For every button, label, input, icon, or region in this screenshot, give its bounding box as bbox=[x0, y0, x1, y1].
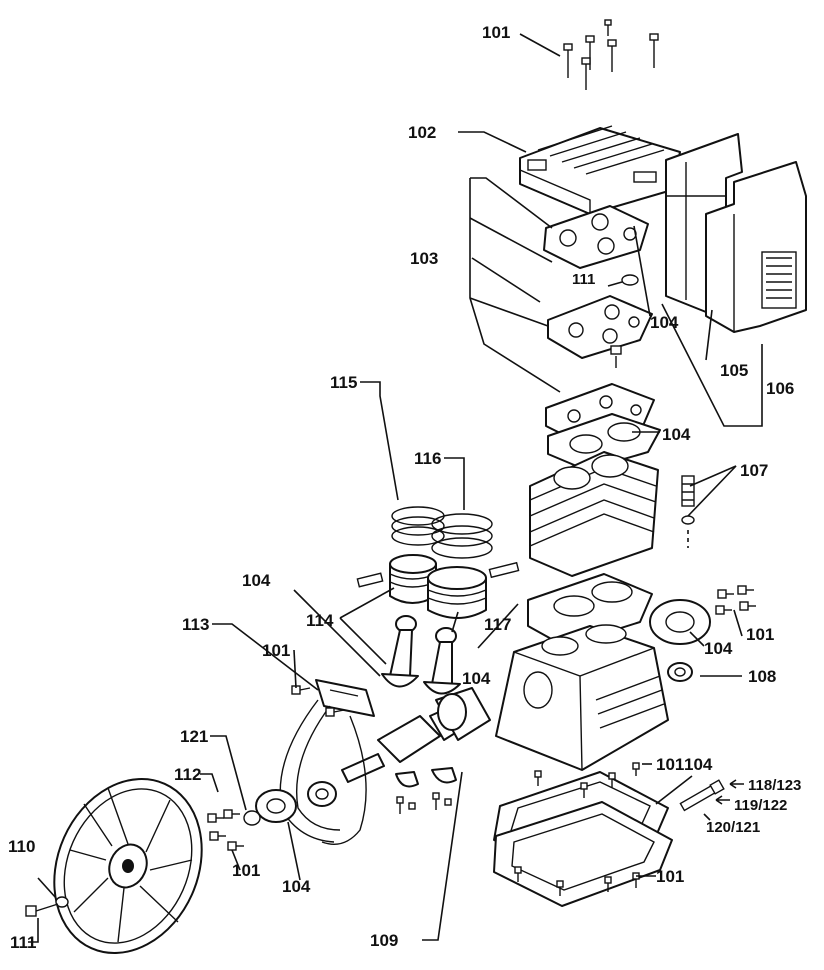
label-117: 117 bbox=[484, 615, 511, 634]
label-110: 110 bbox=[8, 837, 35, 856]
label-101-bcrank: 101 bbox=[232, 861, 260, 880]
oil-seal-121 bbox=[243, 810, 261, 826]
label-111-bottom: 111 bbox=[10, 933, 37, 952]
label-120-121: 120/121 bbox=[706, 819, 760, 836]
label-119-122: 119/122 bbox=[734, 797, 787, 814]
label-101-left: 101 bbox=[262, 641, 290, 660]
base-plate bbox=[493, 801, 673, 907]
label-112: 112 bbox=[174, 765, 201, 784]
flywheel bbox=[53, 777, 203, 955]
breather-107 bbox=[681, 475, 695, 548]
bearing-carrier-right bbox=[649, 599, 711, 645]
label-115: 115 bbox=[330, 373, 357, 392]
label-104-cyl: 104 bbox=[662, 425, 691, 444]
label-104-side: 104 bbox=[704, 639, 733, 658]
label-104-plate: 104 bbox=[684, 755, 713, 774]
right-cover-bolts bbox=[715, 585, 756, 615]
part-labels: 101 102 103 111 104 105 106 115 104 116 … bbox=[8, 23, 801, 952]
wrist-pin-large bbox=[488, 561, 520, 579]
drain-valve bbox=[679, 779, 725, 812]
label-111-top: 111 bbox=[572, 271, 595, 288]
label-113: 113 bbox=[182, 615, 209, 634]
left-cover-bolts bbox=[207, 809, 244, 851]
label-121: 121 bbox=[180, 727, 208, 746]
rod-caps bbox=[395, 767, 457, 814]
label-104-left: 104 bbox=[242, 571, 271, 590]
piston-large bbox=[427, 566, 487, 619]
cylinder-head bbox=[519, 125, 681, 216]
label-102: 102 bbox=[408, 123, 436, 142]
base-bolts-top bbox=[534, 762, 640, 798]
label-106: 106 bbox=[766, 379, 794, 398]
head-bolts bbox=[563, 19, 659, 90]
connecting-rod-right bbox=[423, 627, 461, 695]
manifold-bolts bbox=[291, 685, 345, 717]
oil-sight-glass-108 bbox=[667, 662, 693, 682]
wrist-pin-small bbox=[356, 572, 384, 588]
crankshaft bbox=[341, 687, 491, 783]
label-103: 103 bbox=[410, 249, 438, 268]
label-101-bplate: 101 bbox=[656, 867, 684, 886]
leader-lines bbox=[28, 33, 763, 943]
crankcase bbox=[495, 624, 669, 771]
cylinder-block bbox=[529, 451, 659, 577]
bearing-carrier-left bbox=[255, 781, 337, 823]
valve-plate-upper bbox=[543, 205, 649, 269]
label-109: 109 bbox=[370, 931, 398, 950]
label-101-top: 101 bbox=[482, 23, 510, 42]
label-101-right: 101 bbox=[746, 625, 774, 644]
connecting-rod-left bbox=[381, 615, 419, 688]
base-bolts-bottom bbox=[514, 866, 640, 896]
label-104-bottom: 104 bbox=[282, 877, 311, 896]
valve-plate-middle bbox=[547, 295, 653, 359]
small-gasket-111 bbox=[621, 274, 639, 286]
piston-rings-116 bbox=[431, 513, 493, 559]
piston-rings-115 bbox=[391, 506, 445, 546]
dowel-pin bbox=[610, 345, 622, 368]
label-114: 114 bbox=[306, 611, 334, 630]
label-118-123: 118/123 bbox=[748, 777, 801, 794]
flywheel-bolt-110 bbox=[25, 896, 69, 917]
label-104-valve: 104 bbox=[650, 313, 679, 332]
belt-guard-front bbox=[705, 161, 807, 333]
label-105: 105 bbox=[720, 361, 748, 380]
piston-small bbox=[389, 554, 437, 604]
label-101-base: 101 bbox=[656, 755, 684, 774]
label-116: 116 bbox=[414, 449, 441, 468]
label-104-mid: 104 bbox=[462, 669, 491, 688]
label-107: 107 bbox=[740, 461, 768, 480]
label-108: 108 bbox=[748, 667, 776, 686]
